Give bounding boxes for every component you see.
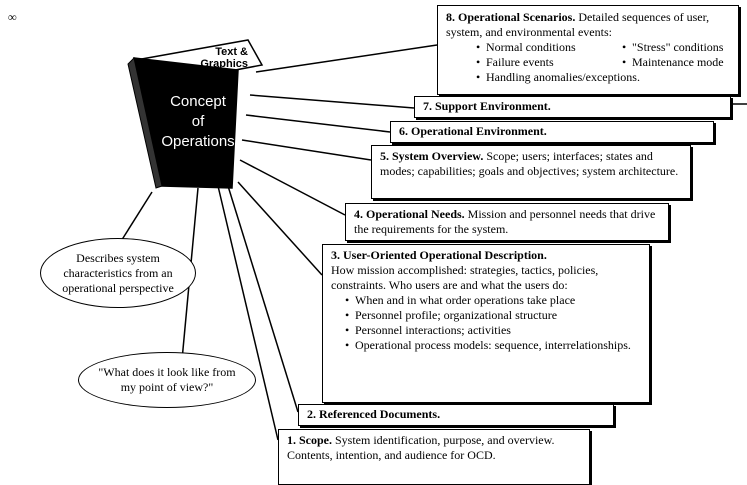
card-operational-environment: 6. Operational Environment.: [390, 121, 714, 143]
card-system-overview: 5. System Overview. Scope; users; interf…: [371, 145, 691, 199]
card6-heading: 6. Operational Environment.: [399, 124, 547, 138]
list-item: When and in what order operations take p…: [345, 293, 641, 308]
connector-line-8: [255, 44, 438, 73]
connector-line-1: [217, 185, 279, 441]
card-user-oriented-description: 3. User-Oriented Operational Description…: [322, 244, 650, 403]
callout-line-describes: [117, 191, 153, 247]
card4-text: Mission and personnel needs that drive t…: [354, 207, 656, 236]
book-spine: [127, 56, 163, 189]
list-item: Personnel interactions; activities: [345, 323, 641, 338]
card-operational-scenarios: 8. Operational Scenarios. Detailed seque…: [437, 5, 739, 95]
card8-bullets-full: Handling anomalies/exceptions.: [476, 70, 730, 85]
list-item: "Stress" conditions: [622, 40, 730, 55]
callout-describes: Describes system characteristics from an…: [40, 238, 196, 308]
list-item: Maintenance mode: [622, 55, 730, 70]
list-item: Personnel profile; organizational struct…: [345, 308, 641, 323]
card-support-environment: 7. Support Environment.: [414, 96, 731, 118]
card5-text: Scope; users; interfaces; states and mod…: [380, 149, 679, 178]
card8-heading: 8. Operational Scenarios.: [446, 10, 576, 24]
card7-heading: 7. Support Environment.: [423, 99, 551, 113]
card4-heading: 4. Operational Needs.: [354, 207, 465, 221]
card-operational-needs: 4. Operational Needs. Mission and person…: [345, 203, 669, 241]
callout-what-does: "What does it look like from my point of…: [78, 352, 256, 408]
callout-what-does-text: "What does it look like from my point of…: [98, 365, 236, 394]
connector-line-7: [249, 94, 415, 109]
card-scope: 1. Scope. System identification, purpose…: [278, 429, 590, 485]
card3-text: How mission accomplished: strategies, ta…: [331, 263, 599, 292]
card8-bullets-right: "Stress" conditions Maintenance mode: [622, 40, 730, 70]
card-referenced-documents: 2. Referenced Documents.: [298, 404, 614, 426]
card8-text: Detailed sequences of user, system, and …: [446, 10, 710, 39]
tab-label-line1: Text &: [215, 46, 248, 58]
card5-heading: 5. System Overview.: [380, 149, 484, 163]
corner-mark: ∞: [8, 10, 17, 24]
text-graphics-label: Text & Graphics: [190, 46, 248, 70]
list-item: Normal conditions: [476, 40, 616, 55]
card2-heading: 2. Referenced Documents.: [307, 407, 441, 421]
tab-label-line2: Graphics: [200, 58, 248, 70]
list-item: Handling anomalies/exceptions.: [476, 70, 730, 85]
card1-text: System identification, purpose, and over…: [287, 433, 555, 462]
callout-describes-text: Describes system characteristics from an…: [62, 250, 174, 295]
connector-line-2: [227, 185, 299, 413]
card8-bullets-left: Normal conditions Failure events: [476, 40, 616, 70]
connector-line-4: [239, 159, 346, 216]
connector-line-6: [245, 114, 391, 133]
book-title: Concept of Operations: [160, 92, 236, 152]
book-title-line1: Concept: [170, 93, 226, 110]
book-title-line2: of: [191, 113, 205, 130]
card3-heading: 3. User-Oriented Operational Description…: [331, 248, 547, 262]
list-item: Operational process models: sequence, in…: [345, 338, 641, 353]
connector-line-3: [237, 181, 323, 276]
connector-line-5: [241, 139, 372, 161]
card3-bullets: When and in what order operations take p…: [345, 293, 641, 353]
list-item: Failure events: [476, 55, 616, 70]
book-title-line3: Operations: [161, 133, 235, 150]
card1-heading: 1. Scope.: [287, 433, 332, 447]
